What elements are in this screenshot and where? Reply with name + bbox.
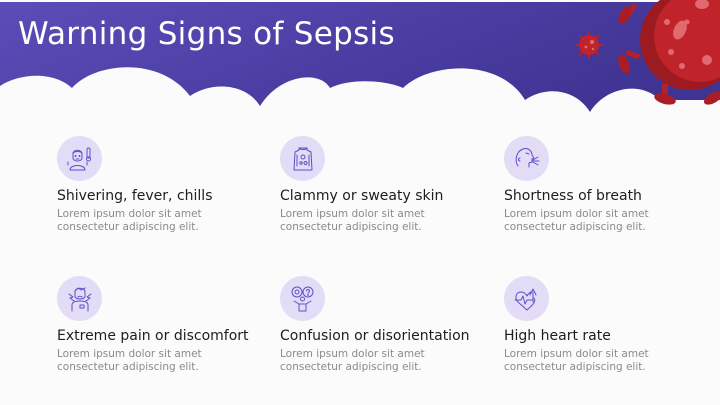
breath-head-icon bbox=[515, 147, 539, 167]
card-title: Extreme pain or discomfort bbox=[57, 328, 249, 344]
large-virus-icon bbox=[618, 0, 720, 105]
desc-line: consectetur adipiscing elit. bbox=[504, 360, 646, 373]
desc-line: consectetur adipiscing elit. bbox=[57, 360, 199, 373]
desc-line: consectetur adipiscing elit. bbox=[280, 220, 422, 233]
icon-circle bbox=[57, 136, 102, 181]
card-title: Shivering, fever, chills bbox=[57, 188, 213, 204]
desc-line: consectetur adipiscing elit. bbox=[504, 220, 646, 233]
desc-line: consectetur adipiscing elit. bbox=[57, 220, 199, 233]
icon-circle bbox=[504, 276, 549, 321]
icon-circle bbox=[280, 136, 325, 181]
desc-line: Lorem ipsum dolor sit amet bbox=[504, 348, 649, 360]
card-description: Lorem ipsum dolor sit amet consectetur a… bbox=[504, 208, 704, 233]
slide-title: Warning Signs of Sepsis bbox=[18, 16, 395, 52]
desc-line: consectetur adipiscing elit. bbox=[280, 360, 422, 373]
card-description: Lorem ipsum dolor sit amet consectetur a… bbox=[280, 348, 480, 373]
card-title: Shortness of breath bbox=[504, 188, 642, 204]
desc-line: Lorem ipsum dolor sit amet bbox=[280, 208, 425, 220]
desc-line: Lorem ipsum dolor sit amet bbox=[504, 208, 649, 220]
desc-line: Lorem ipsum dolor sit amet bbox=[280, 348, 425, 360]
fever-person-thermometer-icon bbox=[67, 147, 91, 170]
pain-person-icon bbox=[68, 287, 91, 311]
desc-line: Lorem ipsum dolor sit amet bbox=[57, 208, 202, 220]
small-virus-icon bbox=[575, 31, 603, 59]
heart-rate-up-icon bbox=[514, 288, 536, 310]
card-description: Lorem ipsum dolor sit amet consectetur a… bbox=[57, 208, 257, 233]
card-description: Lorem ipsum dolor sit amet consectetur a… bbox=[57, 348, 257, 373]
icon-circle bbox=[57, 276, 102, 321]
card-title: High heart rate bbox=[504, 328, 611, 344]
icon-circle bbox=[504, 136, 549, 181]
header-banner bbox=[0, 2, 720, 120]
sweaty-shirt-icon bbox=[293, 147, 312, 170]
confused-person-icon bbox=[291, 286, 313, 311]
card-description: Lorem ipsum dolor sit amet consectetur a… bbox=[504, 348, 704, 373]
virus-illustration bbox=[575, 0, 720, 105]
desc-line: Lorem ipsum dolor sit amet bbox=[57, 348, 202, 360]
card-title: Confusion or disorientation bbox=[280, 328, 470, 344]
card-description: Lorem ipsum dolor sit amet consectetur a… bbox=[280, 208, 480, 233]
card-title: Clammy or sweaty skin bbox=[280, 188, 444, 204]
icon-circle bbox=[280, 276, 325, 321]
